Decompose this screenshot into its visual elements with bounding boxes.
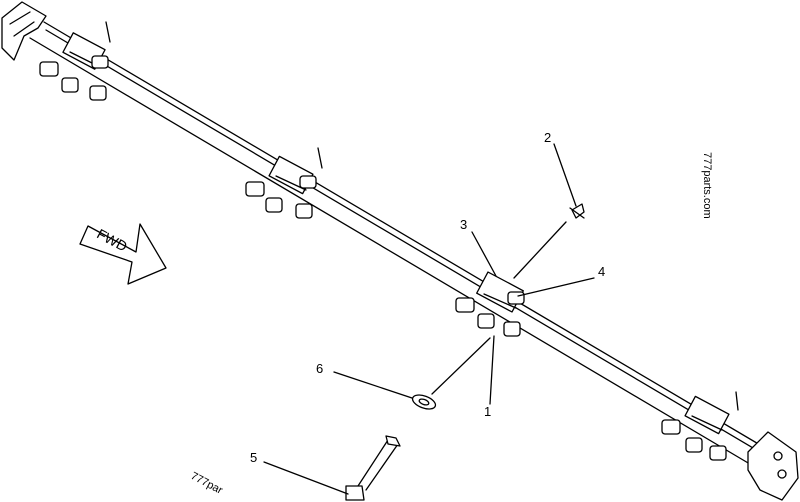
right-end-bracket (747, 431, 799, 501)
assembly-dash-lines (431, 221, 567, 395)
leader-lines (263, 143, 595, 495)
callout-5: 5 (250, 450, 257, 465)
callout-1: 1 (484, 404, 491, 419)
watermark-bottom: 777par (189, 470, 225, 497)
callout-4: 4 (598, 264, 605, 279)
fwd-direction-arrow: FWD (79, 223, 167, 285)
part-5-bolt (345, 435, 401, 501)
watermark-side: 777parts.com (701, 152, 713, 219)
clamp-assembly-2 (245, 147, 323, 219)
clamp-assembly-1 (39, 21, 111, 101)
callout-2: 2 (544, 130, 551, 145)
rail-tube (29, 21, 773, 471)
callout-6: 6 (316, 361, 323, 376)
clamp-assembly-4 (661, 391, 739, 461)
part-6-washer (411, 394, 437, 410)
left-end-bracket (1, 1, 47, 61)
part-2-pin (569, 203, 585, 219)
clamp-assembly-3 (455, 271, 525, 337)
callout-3: 3 (460, 217, 467, 232)
